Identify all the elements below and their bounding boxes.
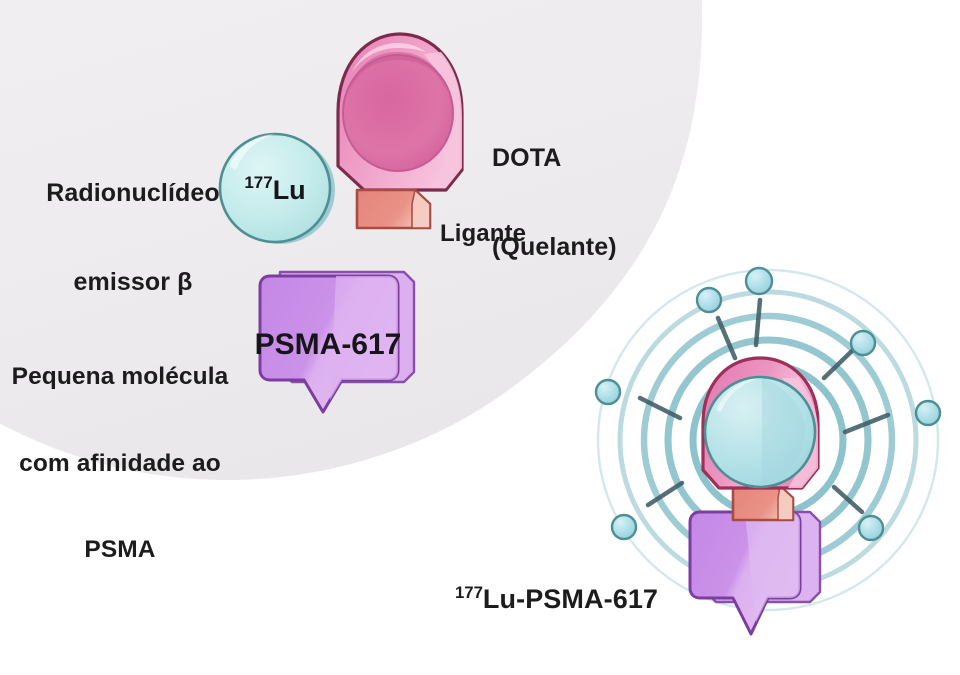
label-complex-text: Lu-PSMA-617 [482,584,659,614]
ligante-linker-shape [355,188,432,230]
lutetium-177-sphere: 177Lu [218,132,335,244]
label-dota-line1: DOTA [492,144,562,172]
label-complex-name: 177Lu-PSMA-617 [455,583,658,616]
emission-dot [695,286,723,314]
label-complex-superscript: 177 [455,583,483,602]
complex-psma-base [688,510,822,636]
label-radionuclide-line2: emissor β [73,267,193,296]
emission-dots [594,266,942,542]
lu177-psma617-complex [594,266,942,636]
label-dota-line2: (Quelante) [492,232,617,261]
complex-linker [731,484,795,522]
label-small-molecule-line2: com afinidade ao [19,449,221,477]
psma-617-label: PSMA-617 [255,328,402,361]
emission-dot [914,399,942,427]
label-radionuclide-line1: Radionuclídeo [46,179,220,207]
label-radionuclide: Radionuclídeo emissor β [28,120,238,356]
background-blob [0,0,703,480]
label-small-molecule-line3: PSMA [84,536,156,564]
label-ligante: Ligante [440,220,527,247]
emission-dot [610,513,638,541]
psma-617-shape: PSMA-617 [255,270,416,414]
emission-dot [849,329,877,357]
emission-rays [637,297,891,515]
lutetium-label: 177Lu [244,173,305,205]
emission-dot [744,266,774,296]
dota-chelator-shape [336,32,464,192]
label-dota: DOTA (Quelante) [492,85,617,321]
emission-dot [857,514,885,542]
label-small-molecule: Pequena molécula com afinidade ao PSMA [4,305,236,623]
emission-dot [594,378,622,406]
label-small-molecule-line1: Pequena molécula [11,362,229,390]
complex-dota-chelator [701,356,820,490]
